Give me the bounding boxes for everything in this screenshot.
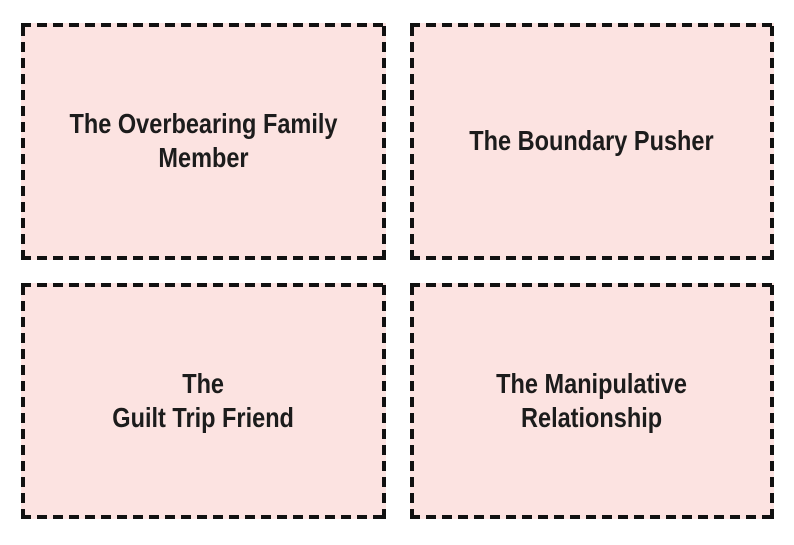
card-title-line: Member <box>158 142 249 174</box>
card-title-line: The <box>182 367 225 399</box>
card-title: The Overbearing Family Member <box>69 107 337 175</box>
card-manipulative-relationship: The Manipulative Relationship <box>409 282 774 519</box>
card-title-line: The Overbearing Family <box>69 108 338 140</box>
card-title-line: The Boundary Pusher <box>469 125 714 157</box>
card-boundary-pusher: The Boundary Pusher <box>409 23 774 260</box>
card-title-line: Guilt Trip Friend <box>112 401 295 433</box>
card-overbearing-family-member: The Overbearing Family Member <box>21 23 386 260</box>
card-title-line: The Manipulative <box>496 367 688 399</box>
card-title: The Boundary Pusher <box>470 124 714 158</box>
card-title: The Manipulative Relationship <box>496 367 687 435</box>
card-guilt-trip-friend: The Guilt Trip Friend <box>21 282 386 519</box>
card-title-line: Relationship <box>521 401 663 433</box>
card-title: The Guilt Trip Friend <box>112 367 294 435</box>
